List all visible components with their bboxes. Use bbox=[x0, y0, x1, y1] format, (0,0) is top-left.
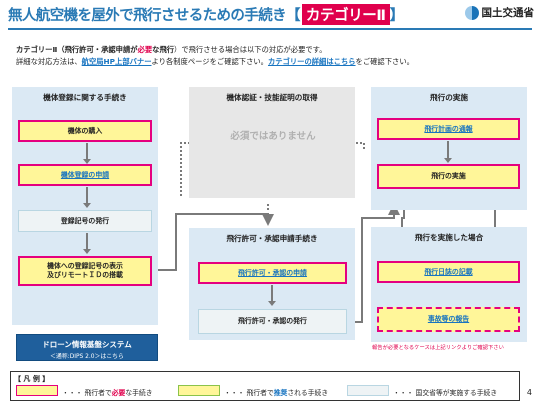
mlit-logo-icon bbox=[464, 5, 479, 20]
intro-text: カテゴリーⅡ（飛行許可・承認申請が必要な飛行）で飛行させる場合は以下の対応が必要… bbox=[16, 44, 414, 67]
panel-flight-title: 飛行の実施 bbox=[430, 93, 468, 102]
intro-line-2: 詳細な対応方法は、航空局HP上部バナーより各制度ページをご確認下さい。カテゴリー… bbox=[16, 56, 414, 68]
accident-report-link[interactable]: 事故等の報告 bbox=[427, 315, 470, 323]
panel-permission-title: 飛行許可・承認申請手続き bbox=[226, 234, 318, 243]
jcab-banner-link[interactable]: 航空局HP上部バナー bbox=[81, 56, 152, 66]
accident-report-note: 報告が必要となるケースは上記リンクよりご確認下さい bbox=[372, 345, 504, 351]
title-bracket-open: 【 bbox=[286, 8, 301, 24]
intro-line-1: カテゴリーⅡ（飛行許可・承認申請が必要な飛行）で飛行させる場合は以下の対応が必要… bbox=[16, 44, 414, 56]
legend bbox=[10, 371, 520, 401]
category-badge: カテゴリーⅡ bbox=[301, 4, 390, 25]
registration-number-issue-label: 登録記号の発行 bbox=[60, 216, 110, 225]
intro-flight-text: な飛行 bbox=[152, 45, 175, 54]
registration-mark-line-1: 機体への登録記号の表示 bbox=[47, 262, 123, 270]
arrow-plan-to-perform bbox=[444, 141, 452, 163]
flight-plan-box[interactable]: 飛行計画の通報 bbox=[377, 118, 520, 140]
aircraft-purchase-label: 機体の購入 bbox=[67, 126, 103, 135]
flight-perform-box: 飛行の実施 bbox=[377, 164, 520, 189]
category-details-link[interactable]: カテゴリーの詳細はこちら bbox=[267, 56, 356, 66]
intro-category-label: カテゴリーⅡ（ bbox=[16, 45, 65, 54]
arrow-purchase-to-apply bbox=[83, 143, 91, 164]
dips-banner[interactable]: ドローン情報基盤システム ＜通称:DIPS 2.0＞はこちら bbox=[16, 334, 158, 361]
intro-permission-text: 飛行許可・承認申請が bbox=[64, 45, 138, 54]
arrow-apply-to-issue bbox=[83, 187, 91, 208]
legend-recommended-prefix: ・・・ 飛行者で bbox=[224, 389, 274, 397]
flight-log-box[interactable]: 飛行日誌の記載 bbox=[377, 261, 520, 283]
permission-issue-label: 飛行許可・承認の発行 bbox=[238, 317, 307, 325]
panel-after-flight-title: 飛行を実施した場合 bbox=[414, 233, 484, 242]
legend-required-prefix: ・・・ 飛行者で bbox=[62, 389, 112, 397]
page-title-text: 無人航空機を屋外で飛行させるための手続き bbox=[8, 8, 287, 24]
intro-line2-mid: より各制度ページをご確認下さい。 bbox=[151, 56, 268, 66]
permission-issue-box: 飛行許可・承認の発行 bbox=[198, 309, 347, 334]
intro-line1-rest: ）で飛行させる場合は以下の対応が必要です。 bbox=[174, 45, 327, 54]
registration-apply-box[interactable]: 機体登録の申請 bbox=[18, 164, 152, 186]
title-bracket-close: 】 bbox=[389, 8, 405, 24]
permission-apply-box[interactable]: 飛行許可・承認の申請 bbox=[198, 262, 347, 284]
arrow-permission-apply-to-issue bbox=[268, 285, 276, 306]
legend-recommended-suffix: される手続き bbox=[287, 389, 329, 397]
legend-required-word: 必要 bbox=[111, 389, 126, 397]
title-divider bbox=[8, 28, 532, 30]
permission-apply-link[interactable]: 飛行許可・承認の申請 bbox=[238, 268, 307, 277]
arrow-issue-to-mark bbox=[83, 233, 91, 254]
panel-certification-title: 機体認証・技能証明の取得 bbox=[226, 93, 318, 102]
flight-log-link[interactable]: 飛行日誌の記載 bbox=[424, 267, 473, 276]
registration-mark-box: 機体への登録記号の表示 及びリモートＩＤの搭載 bbox=[18, 256, 152, 286]
legend-government-text: ・・・ 国交省等が実施する手続き bbox=[393, 389, 498, 397]
legend-required-text: ・・・ 飛行者で必要な手続き bbox=[62, 387, 153, 397]
dips-title: ドローン情報基盤システム bbox=[42, 340, 132, 349]
page-title: 無人航空機を屋外で飛行させるための手続き【カテゴリーⅡ】 bbox=[8, 4, 405, 25]
legend-recommended-text: ・・・ 飛行者で推奨される手続き bbox=[224, 387, 328, 397]
legend-recommended-word: 推奨 bbox=[273, 389, 288, 397]
panel-certification: 機体認証・技能証明の取得 bbox=[189, 87, 355, 198]
legend-recommended-swatch bbox=[178, 385, 220, 396]
panel-registration-title: 機体登録に関する手続き bbox=[43, 93, 127, 102]
accident-report-box[interactable]: 事故等の報告 bbox=[377, 307, 520, 332]
ministry-name: 国土交通省 bbox=[481, 7, 535, 19]
aircraft-purchase-box: 機体の購入 bbox=[18, 120, 152, 142]
legend-required-suffix: な手続き bbox=[125, 389, 153, 397]
dips-subtitle: ＜通称:DIPS 2.0＞はこちら bbox=[50, 354, 124, 360]
certification-not-required-note: 必須ではありません bbox=[230, 131, 316, 142]
intro-required-word: 必要 bbox=[137, 45, 153, 54]
legend-title: 【 凡 例 】 bbox=[14, 375, 50, 383]
registration-apply-link[interactable]: 機体登録の申請 bbox=[60, 170, 110, 179]
flight-perform-label: 飛行の実施 bbox=[431, 172, 466, 180]
legend-required-swatch bbox=[16, 385, 58, 396]
registration-mark-line-2: 及びリモートＩＤの搭載 bbox=[47, 271, 123, 279]
page-number: 4 bbox=[526, 388, 532, 397]
flight-plan-link[interactable]: 飛行計画の通報 bbox=[424, 124, 473, 133]
intro-line2-start: 詳細な対応方法は、 bbox=[16, 56, 82, 66]
panel-flight: 飛行の実施 bbox=[371, 87, 527, 210]
legend-government-swatch bbox=[347, 385, 389, 396]
intro-line2-end: をご確認下さい。 bbox=[355, 56, 414, 66]
registration-number-issue-box: 登録記号の発行 bbox=[18, 210, 152, 232]
ministry-logo: 国土交通省 bbox=[464, 5, 535, 20]
